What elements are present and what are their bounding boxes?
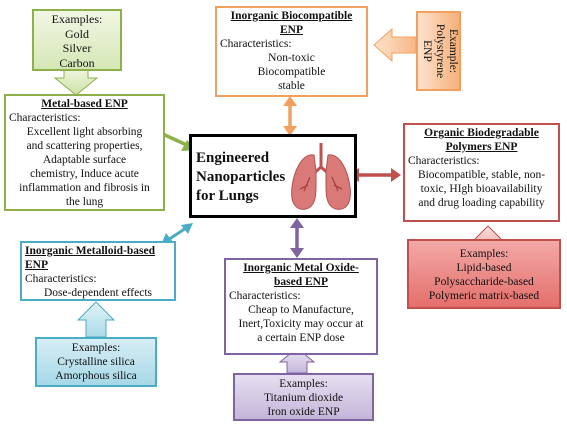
polystyrene-enp: ENP xyxy=(419,40,432,62)
oxide-examples-box: Examples: Titanium dioxide Iron oxide EN… xyxy=(233,373,374,421)
center-title-3: for Lungs xyxy=(196,187,259,204)
organic-line-2: toxic, HIgh bioavailability xyxy=(420,183,543,196)
metal-line-3: Adaptable surface xyxy=(42,154,127,167)
example-crystalline-silica: Crystalline silica xyxy=(57,356,135,369)
metal-examples-box: Examples: Gold Silver Carbon xyxy=(32,9,122,71)
oxide-examples-label: Examples: xyxy=(279,378,328,390)
bio-title-2: ENP xyxy=(280,24,303,37)
arrow-green-down xyxy=(53,69,99,96)
bio-title-1: Inorganic Biocompatible xyxy=(230,10,353,22)
organic-line-3: and drug loading capability xyxy=(418,197,545,210)
metalloid-examples-box: Examples: Crystalline silica Amorphous s… xyxy=(35,337,157,387)
arrow-teal-up xyxy=(76,301,116,338)
metalloid-line-1: Dose-dependent effects xyxy=(43,287,153,300)
polystyrene-name: Polystyrene xyxy=(433,23,446,79)
metalloid-title-1: Inorganic Metalloid-based xyxy=(25,245,156,257)
lungs-icon xyxy=(291,143,351,210)
metal-enp-box: Metal-based ENP Characteristics: Excelle… xyxy=(4,94,165,211)
organic-examples-label: Examples: xyxy=(459,248,509,260)
organic-enp-box: Organic Biodegradable Polymers ENP Chara… xyxy=(403,123,560,222)
oxide-line-2: Inert,Toxicity may occur at xyxy=(238,318,364,331)
polystyrene-example-box: Example: Polystyrene ENP xyxy=(416,11,461,91)
bio-char-label: Characteristics: xyxy=(220,38,292,51)
example-polymeric: Polymeric matrix-based xyxy=(428,290,540,303)
oxide-enp-box: Inorganic Metal Oxide- based ENP Charact… xyxy=(224,258,378,355)
organic-title-2: Polymers ENP xyxy=(445,141,518,154)
center-title-2: Nanoparticles xyxy=(196,168,286,185)
example-gold: Gold xyxy=(65,26,89,41)
organic-char-label: Characteristics: xyxy=(408,155,480,168)
bio-line-2: Biocompatible xyxy=(257,66,326,79)
biocompatible-enp-box: Inorganic Biocompatible ENP Characterist… xyxy=(215,6,368,97)
metal-enp-title: Metal-based ENP xyxy=(41,98,128,110)
center-box: Engineered Nanoparticles for Lungs xyxy=(189,134,357,218)
example-polysaccharide: Polysaccharide-based xyxy=(434,276,534,289)
metal-examples-label: Examples: xyxy=(51,12,103,26)
metalloid-char-label: Characteristics: xyxy=(25,273,97,286)
oxide-title-1: Inorganic Metal Oxide- xyxy=(243,262,359,274)
organic-examples-box: Examples: Lipid-based Polysaccharide-bas… xyxy=(407,239,561,309)
bio-line-1: Non-toxic xyxy=(268,52,315,65)
organic-line-1: Biocompatible, stable, non- xyxy=(417,169,546,182)
oxide-char-label: Characteristics: xyxy=(229,290,301,303)
metalloid-title-2: ENP xyxy=(25,259,48,272)
example-silver: Silver xyxy=(62,41,92,56)
example-iron-oxide: Iron oxide ENP xyxy=(267,406,340,419)
organic-title-1: Organic Biodegradable xyxy=(424,127,539,139)
double-arrow-purple xyxy=(290,218,304,258)
bio-line-3: stable xyxy=(278,80,305,93)
metal-line-2: and scattering properties, xyxy=(26,140,143,153)
metal-line-6: the lung xyxy=(65,196,104,209)
example-carbon: Carbon xyxy=(59,55,95,70)
oxide-line-1: Cheap to Manufacture, xyxy=(248,304,354,317)
metal-line-1: Excellent light absorbing xyxy=(26,126,143,139)
arrow-orange-left xyxy=(373,27,417,63)
example-titanium-dioxide: Titanium dioxide xyxy=(263,392,344,405)
center-title-1: Engineered xyxy=(196,150,270,166)
metal-line-5: inflammation and fibrosis in xyxy=(19,182,150,195)
example-amorphous-silica: Amorphous silica xyxy=(55,370,137,383)
oxide-title-2: based ENP xyxy=(274,276,328,289)
oxide-line-3: a certain ENP dose xyxy=(257,332,345,345)
example-lipid: Lipid-based xyxy=(456,262,512,275)
polystyrene-label: Example: xyxy=(446,28,459,74)
metalloid-enp-box: Inorganic Metalloid-based ENP Characteri… xyxy=(20,241,176,301)
double-arrow-orange xyxy=(283,96,297,136)
metal-char-label: Characteristics: xyxy=(9,112,81,125)
metal-line-4: chemistry, Induce acute xyxy=(30,168,139,181)
metalloid-examples-label: Examples: xyxy=(71,342,121,354)
